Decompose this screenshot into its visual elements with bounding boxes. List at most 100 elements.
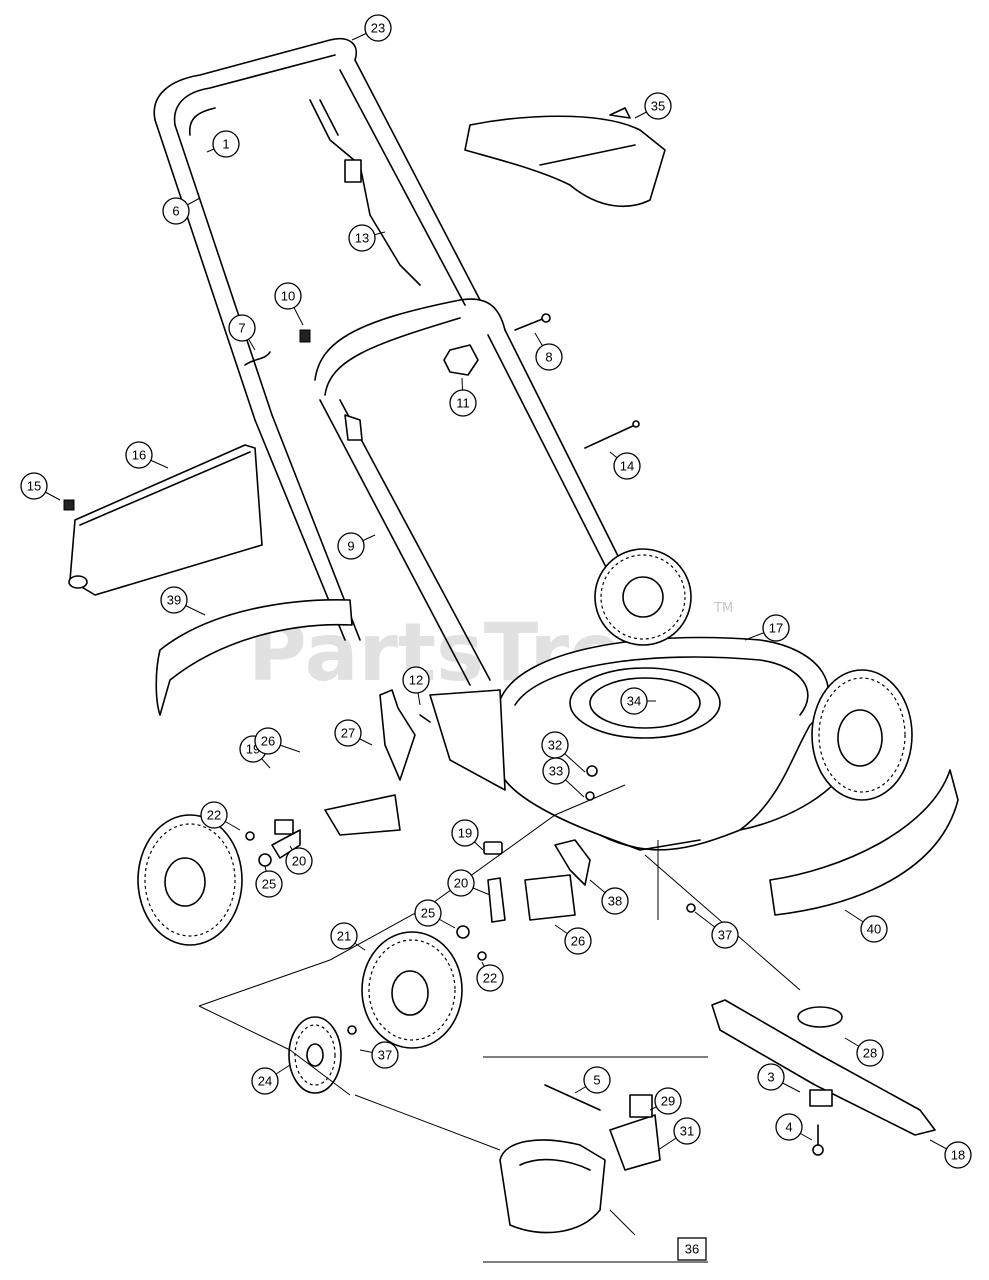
callout-circle (673, 1117, 701, 1145)
callout-label: 7 (238, 321, 245, 336)
callout-label: 39 (167, 593, 181, 608)
callout-20: 20 (285, 845, 313, 875)
callout-40: 40 (844, 909, 888, 943)
callout-label: 21 (337, 929, 351, 944)
callout-circle (535, 343, 563, 371)
callout-circle (160, 586, 188, 614)
callout-4: 4 (775, 1113, 813, 1141)
callout-25: 25 (255, 865, 283, 898)
hubcap (288, 1016, 342, 1094)
callout-27: 27 (334, 719, 373, 747)
callout-circle (20, 472, 48, 500)
callout-15: 15 (20, 472, 61, 501)
callout-6: 6 (162, 197, 201, 225)
callout-20: 20 (447, 869, 491, 897)
blade (711, 999, 936, 1156)
callout-circle (775, 1113, 803, 1141)
callout-label: 20 (292, 854, 306, 869)
callout-circle (125, 441, 153, 469)
callout-label: 40 (867, 922, 881, 937)
callout-label: 25 (262, 877, 276, 892)
callout-37: 37 (694, 911, 739, 949)
callout-circle (451, 819, 479, 847)
callout-33: 33 (542, 757, 585, 798)
callout-label: 1 (222, 137, 229, 152)
skirt-rear-left (155, 598, 353, 716)
callout-circle (255, 870, 283, 898)
callout-circle (447, 869, 475, 897)
callout-31: 31 (657, 1117, 701, 1151)
callout-8: 8 (534, 332, 563, 371)
callout-label: 5 (593, 1073, 600, 1088)
callout-circle (944, 1141, 972, 1169)
callout-label: 31 (680, 1124, 694, 1139)
callout-34: 34 (620, 687, 656, 715)
callout-label: 37 (718, 928, 732, 943)
watermark-tm: TM (713, 601, 733, 616)
callout-10: 10 (274, 282, 304, 326)
callout-5: 5 (574, 1066, 611, 1094)
front-wheel-left (137, 814, 243, 946)
height-adjuster-right (347, 839, 696, 1035)
callout-label: 18 (951, 1148, 965, 1163)
callout-35: 35 (634, 92, 672, 120)
callout-label: 29 (661, 1094, 675, 1109)
callout-circle (542, 757, 570, 785)
callout-label: 17 (769, 621, 783, 636)
handle-hardware (244, 313, 640, 723)
callout-label: 28 (863, 1046, 877, 1061)
callout-37: 37 (359, 1041, 399, 1069)
callout-11: 11 (449, 377, 477, 417)
callout-label: 14 (620, 459, 634, 474)
callout-label: 26 (261, 734, 275, 749)
callout-25: 25 (414, 899, 456, 929)
callout-circle (251, 1067, 279, 1095)
callout-circle (364, 14, 392, 42)
boxed-callout-36-label: 36 (685, 1242, 699, 1257)
callout-17: 17 (744, 614, 790, 642)
callout-circle (644, 92, 672, 120)
callout-9: 9 (337, 532, 376, 560)
callout-circle (654, 1087, 682, 1115)
callout-label: 20 (454, 876, 468, 891)
callout-circle (476, 964, 504, 992)
callout-22: 22 (200, 801, 241, 831)
callout-13: 13 (348, 224, 386, 252)
callout-circle (371, 1041, 399, 1069)
callout-label: 13 (355, 231, 369, 246)
callout-circle (212, 130, 240, 158)
callout-circle (200, 801, 228, 829)
callout-circle (254, 727, 282, 755)
callout-16: 16 (125, 441, 169, 469)
callout-label: 6 (172, 204, 179, 219)
callout-18: 18 (929, 1139, 972, 1169)
callout-12: 12 (402, 666, 430, 706)
callout-label: 22 (207, 808, 221, 823)
callout-label: 24 (258, 1074, 272, 1089)
height-adjuster-left (245, 689, 416, 867)
callout-label: 8 (545, 350, 552, 365)
callout-circle (613, 452, 641, 480)
control-bail (309, 99, 421, 286)
callout-circle (583, 1066, 611, 1094)
callout-label: 23 (371, 21, 385, 36)
callout-label: 25 (421, 906, 435, 921)
mower-deck (429, 636, 851, 851)
callout-26: 26 (254, 727, 301, 755)
callout-circle (330, 922, 358, 950)
callout-label: 37 (378, 1048, 392, 1063)
callout-circle (274, 282, 302, 310)
callout-circle (856, 1039, 884, 1067)
callout-label: 34 (627, 694, 641, 709)
callout-label: 12 (409, 673, 423, 688)
front-wheel-right (361, 931, 463, 1049)
callout-label: 3 (767, 1070, 774, 1085)
callout-circle (620, 687, 648, 715)
callout-22: 22 (476, 961, 504, 992)
callout-label: 38 (608, 894, 622, 909)
callout-circle (162, 197, 190, 225)
callout-29: 29 (649, 1087, 682, 1115)
callout-label: 27 (341, 726, 355, 741)
